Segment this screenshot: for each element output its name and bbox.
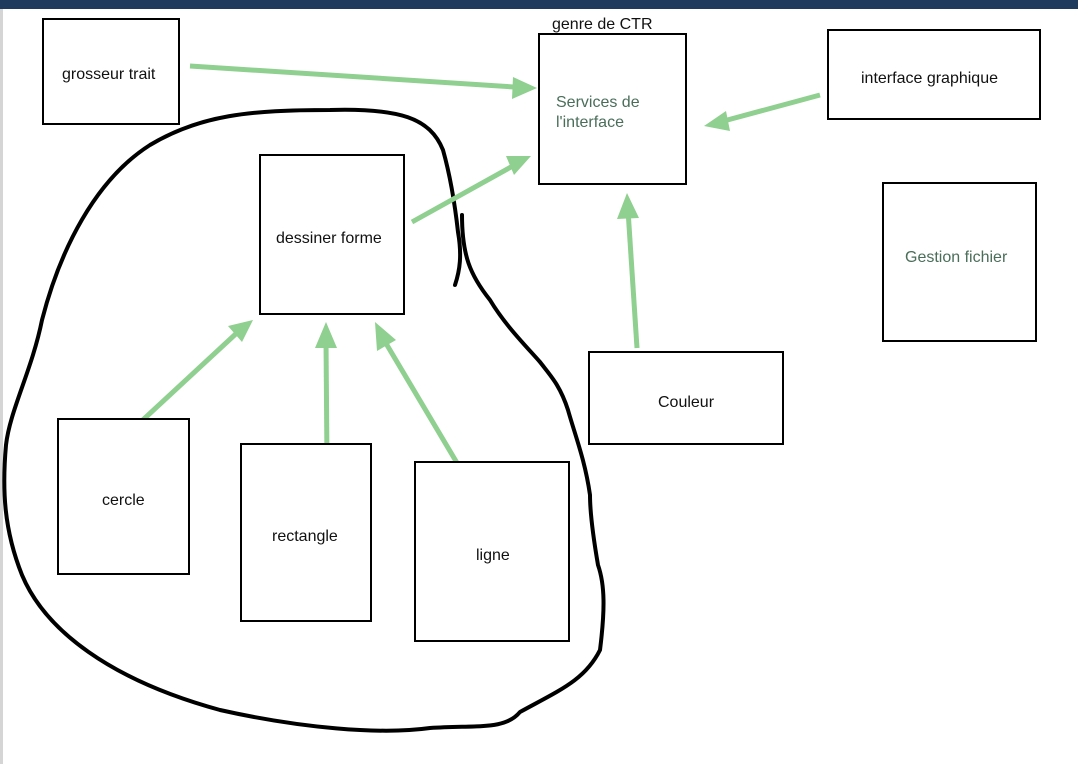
node-interface-graphique[interactable]: interface graphique [827, 29, 1041, 120]
left-edge-border [0, 9, 3, 764]
arrowhead-dessiner [506, 156, 531, 175]
node-grosseur-trait[interactable]: grosseur trait [42, 18, 180, 125]
node-couleur[interactable]: Couleur [588, 351, 784, 445]
node-couleur-label: Couleur [658, 394, 715, 411]
node-dessiner-forme[interactable]: dessiner forme [259, 154, 405, 315]
node-ligne-label: ligne [476, 547, 510, 564]
node-ligne[interactable]: ligne [414, 461, 570, 642]
node-services-interface-label: Services de l'interface [556, 94, 640, 131]
arrowhead-rectangle [315, 322, 337, 348]
arrowhead-couleur [617, 193, 639, 219]
arrow-cercle-to-dessiner [130, 328, 242, 432]
node-interface-graphique-label: interface graphique [861, 70, 998, 87]
node-grosseur-trait-label: grosseur trait [62, 66, 156, 83]
arrowhead-interface-graphique [704, 111, 730, 131]
ctr-genre-caption: genre de CTR [552, 16, 653, 33]
arrow-dessiner-to-services [410, 159, 522, 225]
arrow-rectangle-to-dessiner [323, 339, 330, 464]
node-dessiner-forme-label: dessiner forme [276, 230, 382, 247]
node-cercle-label: cercle [102, 492, 145, 509]
lasso-outline [2, 107, 606, 733]
arrow-interface-graphique-to-services [719, 92, 821, 125]
node-services-interface[interactable]: Services de l'interface [538, 33, 687, 185]
arrowhead-cercle [228, 320, 253, 342]
node-rectangle-label: rectangle [272, 528, 338, 545]
node-cercle[interactable]: cercle [57, 418, 190, 575]
node-gestion-fichier[interactable]: Gestion fichier [882, 182, 1037, 342]
arrowhead-grosseur [512, 77, 537, 99]
arrow-grosseur-to-services [189, 63, 531, 91]
arrow-couleur-to-services [625, 209, 640, 349]
node-gestion-fichier-label: Gestion fichier [905, 249, 1008, 266]
arrowhead-ligne [375, 322, 396, 351]
node-rectangle[interactable]: rectangle [240, 443, 372, 622]
arrow-ligne-to-dessiner [381, 338, 466, 475]
top-header-bar [0, 0, 1078, 9]
